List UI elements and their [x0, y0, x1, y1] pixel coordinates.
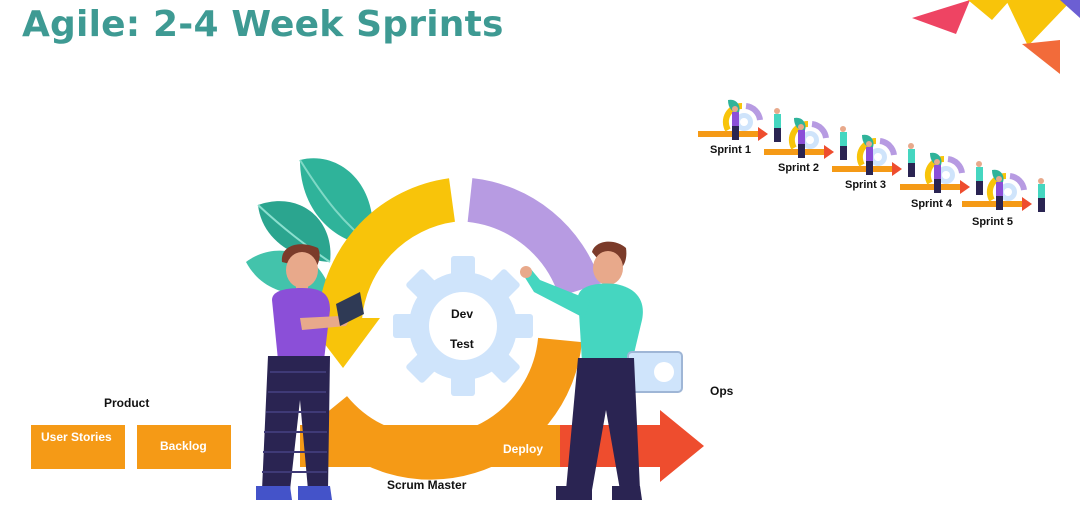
lavender-cycle-arc [466, 178, 601, 298]
corner-decoration [912, 0, 1080, 74]
sprint-5-label: Sprint 5 [972, 216, 1013, 228]
backlog-label: Backlog [160, 439, 207, 453]
sprint-4-label: Sprint 4 [911, 198, 952, 210]
sprint-cycle-icon [900, 152, 983, 195]
ops-label: Ops [710, 384, 734, 398]
sprint-3-label: Sprint 3 [845, 179, 886, 191]
deploy-label: Deploy [503, 442, 544, 456]
user-stories-label: User Stories [41, 430, 112, 444]
product-label: Product [104, 396, 150, 410]
sprint-cycle-icon [962, 169, 1045, 212]
test-label: Test [450, 337, 474, 351]
sprint-2-label: Sprint 2 [778, 162, 819, 174]
gear-icon [393, 256, 533, 396]
dev-label: Dev [451, 307, 474, 321]
sprint-cycle-icon [698, 99, 781, 142]
sprint-cycle-icon [764, 117, 847, 160]
slide-title: Agile: 2-4 Week Sprints [22, 4, 504, 45]
sprint-1-label: Sprint 1 [710, 144, 751, 156]
sprint-cycle-icon [832, 134, 915, 177]
scrum-master-label: Scrum Master [387, 478, 467, 492]
person-left-illustration [256, 244, 364, 500]
user-stories-box: User Stories [31, 425, 125, 469]
backlog-box: Backlog [137, 425, 231, 469]
person-right-illustration [520, 241, 683, 500]
